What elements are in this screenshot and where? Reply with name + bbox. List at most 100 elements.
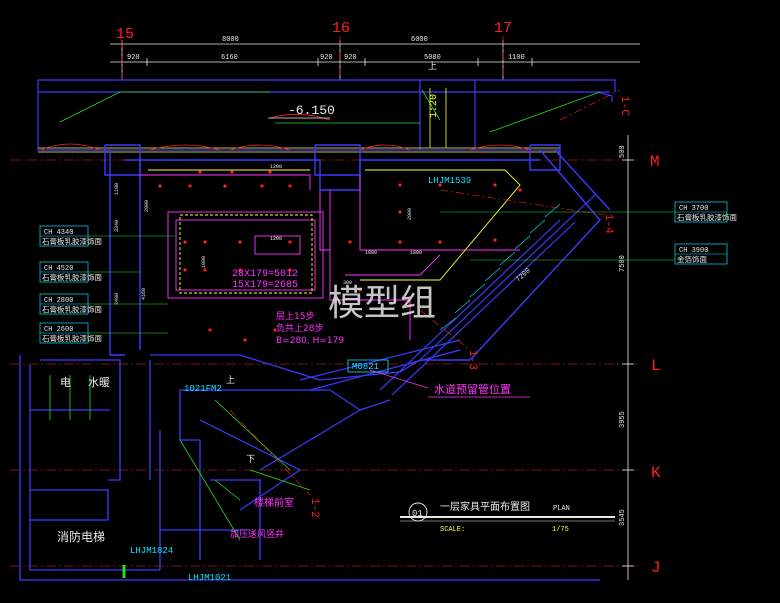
cdim-10: 4160 (141, 288, 147, 300)
door-tag-m0821: M0821 (352, 362, 379, 372)
left-note-material-2: 石膏板乳胶漆饰面 (42, 304, 102, 314)
title-text: 一层家具平面布置图 (440, 500, 530, 513)
right-note-ch-1: CH 3900 (679, 247, 708, 255)
row-axis-labels: M L K J (650, 153, 661, 577)
watermark: 模型组 (328, 283, 436, 324)
light-fixtures (158, 170, 522, 342)
pipe-note-leader (369, 369, 429, 389)
stair-calc-2: 15X179=2685 (232, 280, 298, 291)
column-axis-lines (121, 36, 504, 80)
door-tag-lhjm1539: LHJM1539 (428, 176, 471, 186)
door-tag-1021fm2: 1021FM2 (184, 384, 222, 394)
door-tags: LHJM1539 M0821 1021FM2 LHJM1824 LHJM1021 (130, 176, 471, 583)
stair-up-1: 上 (226, 375, 235, 386)
dim-6160: 6160 (221, 54, 238, 62)
title-number: 01 (412, 509, 423, 519)
cdim-0: 1200 (270, 164, 282, 170)
dim-6000: 6000 (411, 36, 428, 44)
dim-920-c: 920 (344, 54, 357, 62)
ceiling-outlines (140, 174, 520, 340)
axis-diag-13: 1-3 (466, 350, 478, 370)
cdim-1: 1200 (270, 236, 282, 242)
room-elec: 电 (60, 376, 71, 389)
dim-1100: 1100 (508, 54, 525, 62)
axis-row-k: K (651, 464, 661, 482)
cdim-9: 1000 (201, 256, 207, 268)
top-green-lines (59, 89, 601, 133)
title-scale-label: SCALE: (440, 526, 465, 534)
room-walls (104, 144, 611, 361)
pipe-note: 水道预留管位置 (434, 382, 511, 396)
dim-920-a: 920 (127, 54, 140, 62)
stair-up-2: 上 (428, 61, 437, 72)
dim-8000: 8000 (222, 36, 239, 44)
cdim-6: 2000 (144, 200, 150, 212)
door-tag-lhjm1824: LHJM1824 (130, 546, 173, 556)
stair-calc-1: 28X179=5012 (232, 269, 298, 280)
axis-diag-12: 1-2 (308, 498, 320, 518)
axis-diag-14: 1-4 (602, 214, 614, 234)
top-dimensions (110, 40, 640, 80)
door-tag-box (347, 359, 389, 373)
stair-direction: 上 下 上 (226, 61, 437, 465)
vertical-dim-1-20: 1:20 (429, 94, 440, 118)
title-plan: PLAN (553, 505, 570, 513)
right-dimension-text: 500 7500 3955 3545 (619, 145, 627, 526)
axis-diag-1c: 1-C (618, 96, 630, 116)
stair-note-2: 负共上28步 (276, 322, 323, 334)
right-note-ch-0: CH 3700 (679, 205, 708, 213)
room-fire-elevator: 消防电梯 (57, 529, 105, 544)
dim-920-b: 920 (320, 54, 333, 62)
cdim-2: 2000 (407, 208, 413, 220)
diagonal-axis-lines (229, 89, 621, 496)
cdim-4: 1800 (410, 250, 422, 256)
stair-note-1: 层上15步 (276, 311, 314, 322)
axis-col-16: 16 (332, 20, 350, 37)
left-note-ch-0: CH 4340 (44, 229, 73, 237)
top-yellow-lines (38, 88, 560, 153)
left-note-material-1: 石膏板乳胶漆饰面 (42, 272, 102, 282)
title-block: 01 一层家具平面布置图 PLAN SCALE: 1/75 (400, 500, 615, 534)
left-note-material-3: 石膏板乳胶漆饰面 (42, 333, 102, 343)
dim-500: 500 (619, 145, 627, 158)
right-note-material-1: 金箔饰面 (677, 254, 707, 264)
stair-calc: 28X179=5012 15X179=2685 (232, 269, 298, 291)
room-stair-lobby: 楼梯前室 (254, 496, 294, 509)
cdim-5: 300 (343, 280, 352, 286)
left-note-ch-3: CH 2600 (44, 326, 73, 334)
dim-3545: 3545 (619, 509, 627, 526)
room-pressure-shaft: 加压送风竖井 (230, 528, 284, 540)
left-note-ch-1: CH 4520 (44, 265, 73, 273)
axis-col-17: 17 (494, 20, 512, 37)
cdim-7: 3340 (114, 220, 120, 232)
row-axis-lines (10, 159, 640, 567)
room-labels: 电 水暖 消防电梯 楼梯前室 加压送风竖井 (57, 376, 294, 544)
cdim-12: 7200 (515, 267, 533, 284)
stair-note-3: B=280, H=179 (276, 336, 344, 346)
diagonal-walls (150, 194, 596, 511)
axis-col-15: 15 (116, 26, 134, 43)
diagonal-axis-labels: 1-C 1-4 1-3 1-2 (308, 96, 630, 518)
axis-row-j: J (651, 559, 661, 577)
right-callout-leaders (440, 211, 675, 261)
stair-notes: 层上15步 负共上28步 B=280, H=179 (276, 311, 344, 346)
lower-left-green (49, 375, 311, 541)
left-callout-leaders (88, 235, 175, 334)
dim-7500: 7500 (619, 255, 627, 272)
cdim-8: 1100 (114, 183, 120, 195)
ceiling-yellow (148, 169, 521, 294)
left-note-ch-2: CH 2800 (44, 297, 73, 305)
dim-5080: 5080 (424, 54, 441, 62)
cdim-11: 2400 (114, 293, 120, 305)
curtain-arcs (39, 114, 531, 151)
right-note-material-0: 石膏板乳胶漆饰面 (677, 212, 737, 222)
top-dimension-text: 8000 6000 920 6160 920 920 5080 1100 (127, 36, 525, 62)
lower-left-core (19, 355, 600, 581)
title-scale: 1/75 (552, 526, 569, 534)
cdim-3: 1800 (365, 250, 377, 256)
stair-treads (439, 203, 561, 331)
axis-row-l: L (651, 357, 661, 375)
